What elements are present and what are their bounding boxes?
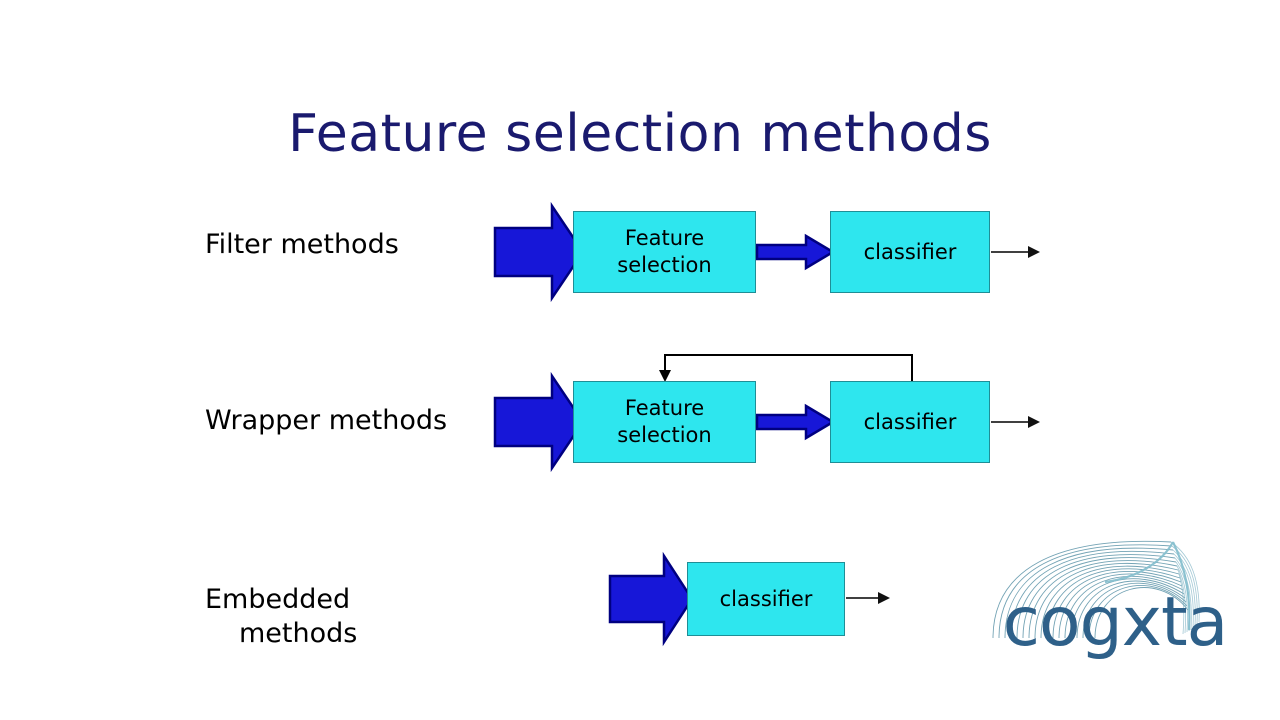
row-label-filter-methods: Filter methods (205, 229, 399, 260)
box-feature-selection-filter[interactable]: Feature selection (573, 211, 756, 293)
box-classifier-filter[interactable]: classifier (830, 211, 990, 293)
feedback-loop-wrapper (659, 354, 913, 382)
thin-arrow-output-wrapper (991, 416, 1040, 428)
block-arrow-input-embedded (608, 551, 694, 647)
block-arrow-fs-to-classifier-wrapper (755, 403, 836, 441)
block-arrow-fs-to-classifier-filter (755, 233, 836, 271)
box-classifier-wrapper[interactable]: classifier (830, 381, 990, 463)
logo-text: cogxta (1002, 583, 1229, 662)
fan-arc-graphic-icon (992, 540, 1200, 639)
block-arrow-input-wrapper (493, 371, 585, 473)
page-title: Feature selection methods (288, 104, 992, 164)
box-classifier-embedded[interactable]: classifier (687, 562, 845, 636)
row-label-wrapper-methods: Wrapper methods (205, 405, 448, 436)
thin-arrow-output-filter (991, 246, 1040, 258)
box-feature-selection-wrapper[interactable]: Feature selection (573, 381, 756, 463)
block-arrow-input-filter (493, 201, 585, 303)
thin-arrow-output-embedded (846, 592, 890, 604)
embedded-label-line1: Embedded (205, 584, 351, 615)
logo: cogxta (985, 530, 1245, 670)
embedded-label-line2: methods (239, 618, 358, 649)
